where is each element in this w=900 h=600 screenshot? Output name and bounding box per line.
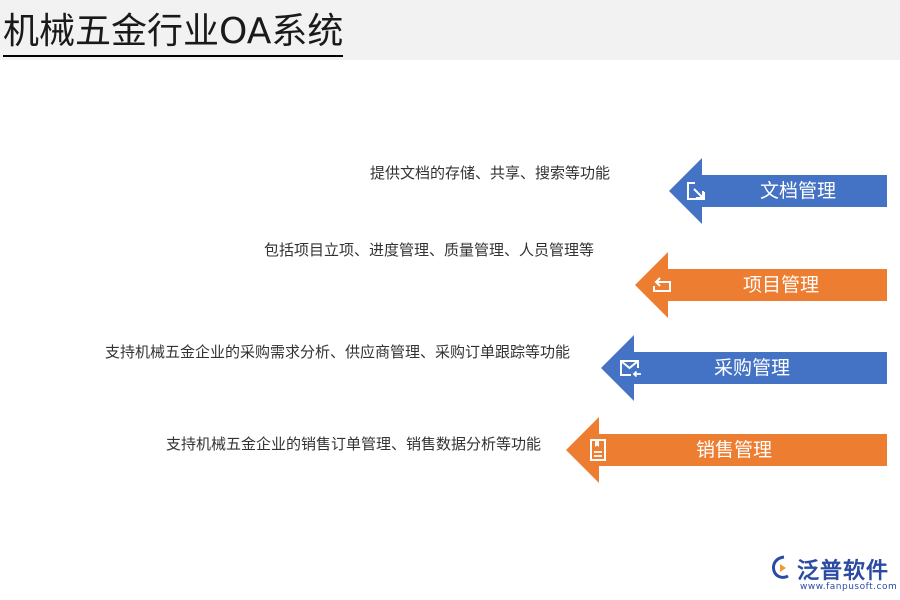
repeat-icon <box>653 277 671 292</box>
arrow-document-management: 文档管理 <box>669 158 887 224</box>
logo-url: www.fanpusoft.com <box>800 582 898 592</box>
page-title: 机械五金行业OA系统 <box>3 10 344 57</box>
arrow-shape <box>635 252 887 318</box>
arrow-procurement-management: 采购管理 <box>601 335 887 401</box>
arrow-shape <box>669 158 887 224</box>
arrow-shape <box>601 335 887 401</box>
description-sales: 支持机械五金企业的销售订单管理、销售数据分析等功能 <box>165 435 541 453</box>
arrow-label-document: 文档管理 <box>759 180 836 202</box>
description-procurement: 支持机械五金企业的采购需求分析、供应商管理、采购订单跟踪等功能 <box>104 343 570 361</box>
document-icon <box>590 439 606 461</box>
description-document: 提供文档的存储、共享、搜索等功能 <box>369 164 610 182</box>
mail-icon <box>620 360 641 378</box>
arrow-label-procurement: 采购管理 <box>713 357 790 379</box>
arrow-label-project: 项目管理 <box>742 274 819 296</box>
description-project: 包括项目立项、进度管理、质量管理、人员管理等 <box>263 241 594 259</box>
arrow-sales-management: 销售管理 <box>566 417 887 483</box>
title-bar: 机械五金行业OA系统 <box>0 0 900 60</box>
logo: 泛普软件 www.fanpusoft.com <box>770 553 898 597</box>
share-icon <box>687 182 705 200</box>
logo-mark-icon <box>772 555 789 579</box>
arrow-label-sales: 销售管理 <box>695 439 772 461</box>
arrow-shape <box>566 417 887 483</box>
arrow-project-management: 项目管理 <box>635 252 887 318</box>
logo-name: 泛普软件 <box>797 559 890 584</box>
